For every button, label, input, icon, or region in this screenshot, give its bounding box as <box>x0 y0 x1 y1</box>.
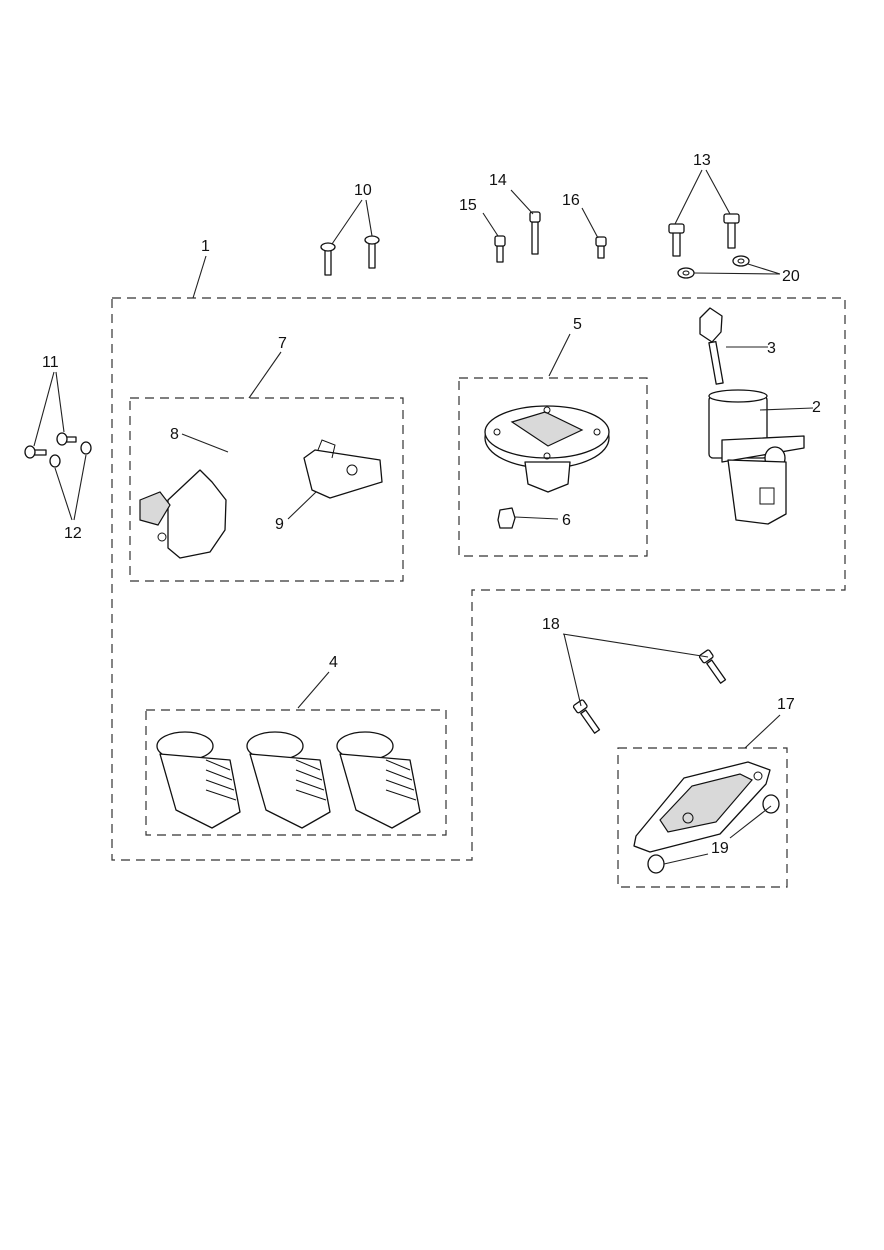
callout-3: 3 <box>767 340 776 357</box>
callout-5: 5 <box>573 316 582 333</box>
callout-20: 20 <box>782 268 800 285</box>
immobiliser-antenna-part-7 <box>139 412 383 559</box>
callout-1: 1 <box>201 238 210 255</box>
screw-part-11 <box>24 432 77 459</box>
callouts: 1 2 3 4 5 6 7 8 9 10 11 12 13 14 15 16 1… <box>42 152 821 857</box>
callout-4: 4 <box>329 654 338 671</box>
callout-11: 11 <box>42 354 59 371</box>
callout-16: 16 <box>562 192 580 209</box>
leader-lines <box>33 169 814 865</box>
callout-7: 7 <box>278 335 287 352</box>
bolt-part-13 <box>668 213 740 257</box>
callout-8: 8 <box>170 426 179 443</box>
lock-barrel-part-4 <box>156 731 421 829</box>
callout-9: 9 <box>275 516 284 533</box>
callout-10: 10 <box>354 182 372 199</box>
group-box-5 <box>458 377 648 557</box>
kit-group-outline <box>111 297 846 861</box>
callout-19: 19 <box>711 840 729 857</box>
callout-2: 2 <box>812 399 821 416</box>
washer-part-12 <box>49 441 92 468</box>
group-box-4 <box>145 709 447 836</box>
bolt-part-14 <box>529 211 541 255</box>
callout-18: 18 <box>542 616 560 633</box>
control-module-part-17 <box>633 761 771 853</box>
group-box-7 <box>129 397 404 582</box>
group-box-17 <box>617 747 788 888</box>
callout-14: 14 <box>489 172 507 189</box>
bolt-part-15 <box>494 235 506 263</box>
ignition-switch-part-2 <box>708 389 805 525</box>
callout-6: 6 <box>562 512 571 529</box>
plug-part-6 <box>497 507 516 529</box>
bolt-part-18 <box>572 649 727 734</box>
callout-12: 12 <box>64 525 82 542</box>
callout-13: 13 <box>693 152 711 169</box>
screw-part-10 <box>320 235 380 276</box>
key-part-3 <box>699 307 724 385</box>
callout-17: 17 <box>777 696 795 713</box>
bolt-part-16 <box>595 236 607 259</box>
grommet-part-19 <box>647 794 780 874</box>
fuel-cap-part-5 <box>484 405 610 493</box>
callout-15: 15 <box>459 197 477 214</box>
washer-part-20 <box>677 255 750 279</box>
